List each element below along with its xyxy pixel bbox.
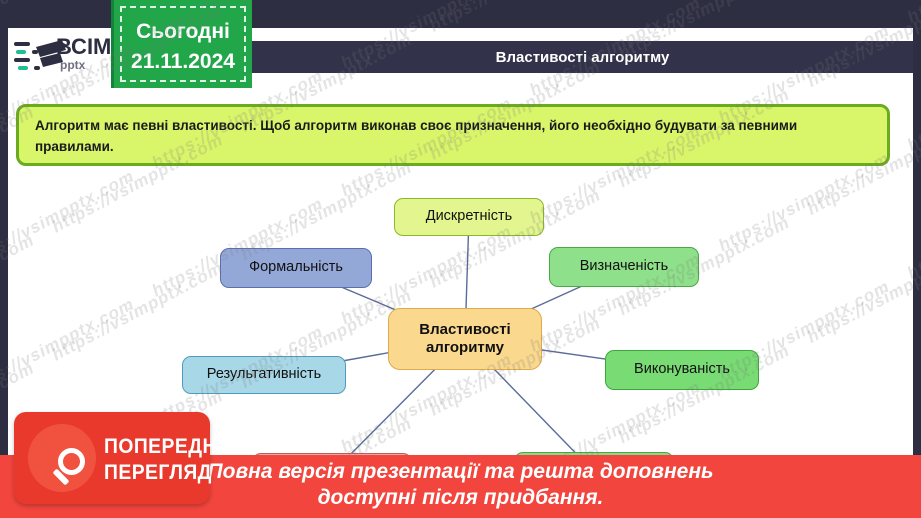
mindmap-node-label: Результативність bbox=[206, 366, 322, 383]
overlay-line-2: доступні після придбання. bbox=[317, 486, 604, 510]
mindmap-node-label: Виконуваність bbox=[634, 361, 730, 378]
today-date: 21.11.2024 bbox=[131, 50, 235, 73]
mindmap-node: Виконуваність bbox=[605, 350, 759, 390]
mindmap-node-label: Формальність bbox=[249, 259, 343, 276]
preview-overlay-text: Повна версія презентації та решта доповн… bbox=[0, 455, 921, 510]
statement-banner: Алгоритм має певні властивості. Щоб алго… bbox=[16, 104, 890, 166]
mindmap-node: Дискретність bbox=[394, 198, 544, 236]
vsim-pptx-logo bbox=[14, 34, 126, 82]
magnifier-ring bbox=[58, 448, 85, 475]
logo-subtext: pptx bbox=[60, 58, 86, 72]
preview-badge-line2: ПЕРЕГЛЯД bbox=[104, 461, 212, 484]
preview-badge-line1: ПОПЕРЕДНІЙ bbox=[104, 435, 238, 458]
mindmap-node: Визначеність bbox=[549, 247, 699, 287]
mindmap-node-label: Дискретність bbox=[425, 208, 513, 225]
preview-badge: ПОПЕРЕДНІЙ ПЕРЕГЛЯД bbox=[14, 412, 237, 504]
magnifier-icon bbox=[28, 424, 96, 492]
page-title: Властивості алгоритму bbox=[252, 41, 913, 73]
mindmap-node: Результативність bbox=[182, 356, 346, 394]
badge-dashed-border bbox=[120, 6, 246, 82]
mindmap-node-label: Визначеність bbox=[579, 258, 669, 275]
today-label: Сьогодні bbox=[136, 20, 230, 43]
overlay-line-1: Повна версія презентації та решта доповн… bbox=[207, 460, 714, 483]
logo-wordmark: ВСІМ bbox=[56, 34, 112, 59]
mindmap-node: Формальність bbox=[220, 248, 372, 288]
today-date-badge: Сьогодні 21.11.2024 bbox=[114, 0, 252, 88]
